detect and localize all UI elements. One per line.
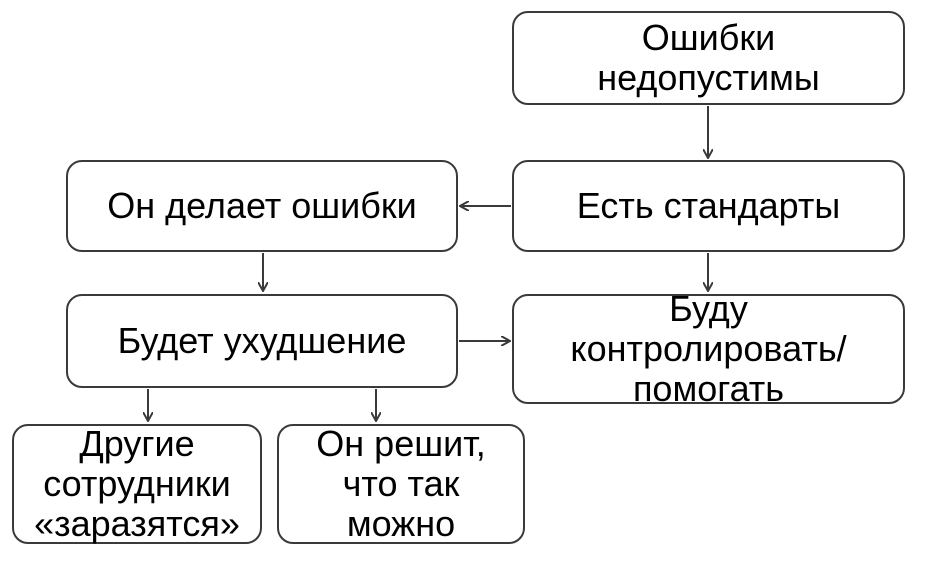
node-others-infected: Другие сотрудники «заразятся»	[12, 424, 262, 544]
node-he-decides-ok-label: Он решит, что так можно	[316, 423, 486, 544]
node-errors-unacceptable-label: Ошибки недопустимы	[597, 17, 820, 98]
node-others-infected-label: Другие сотрудники «заразятся»	[34, 423, 240, 544]
node-will-worsen: Будет ухудшение	[66, 294, 458, 388]
node-he-makes-errors-label: Он делает ошибки	[107, 185, 417, 226]
node-has-standards: Есть стандарты	[512, 160, 905, 252]
node-he-decides-ok: Он решит, что так можно	[277, 424, 525, 544]
node-will-control: Буду контролировать/ помогать	[512, 289, 905, 409]
node-errors-unacceptable: Ошибки недопустимы	[512, 11, 905, 105]
node-will-worsen-label: Будет ухудшение	[117, 320, 407, 361]
node-has-standards-label: Есть стандарты	[576, 185, 841, 226]
node-will-control-label: Буду контролировать/ помогать	[570, 288, 847, 409]
node-he-makes-errors: Он делает ошибки	[66, 160, 458, 252]
